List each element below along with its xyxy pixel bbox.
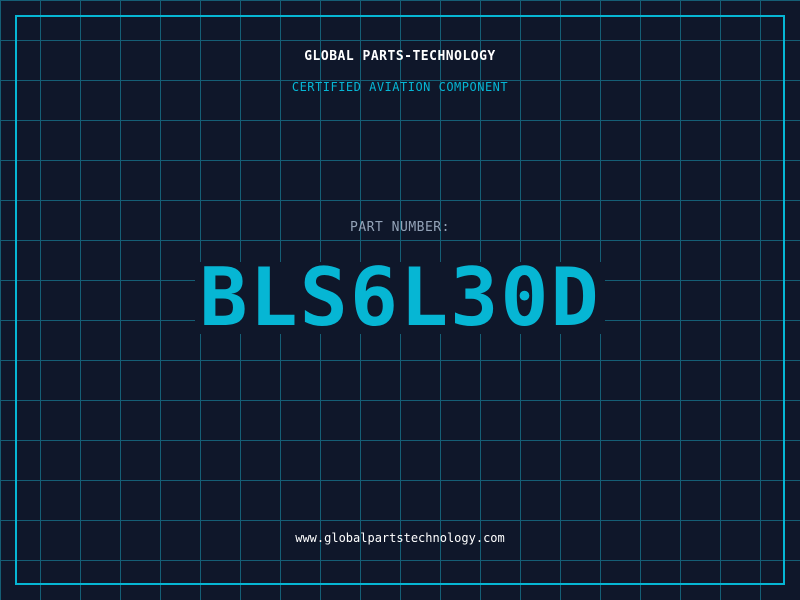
part-number-value: BLS6L30D <box>195 258 605 338</box>
part-number-label: PART NUMBER: <box>350 220 450 235</box>
border-frame <box>15 15 785 585</box>
certification-subtitle: CERTIFIED AVIATION COMPONENT <box>291 80 509 94</box>
website-url: www.globalpartstechnology.com <box>295 531 505 545</box>
company-name: GLOBAL PARTS-TECHNOLOGY <box>304 49 496 64</box>
